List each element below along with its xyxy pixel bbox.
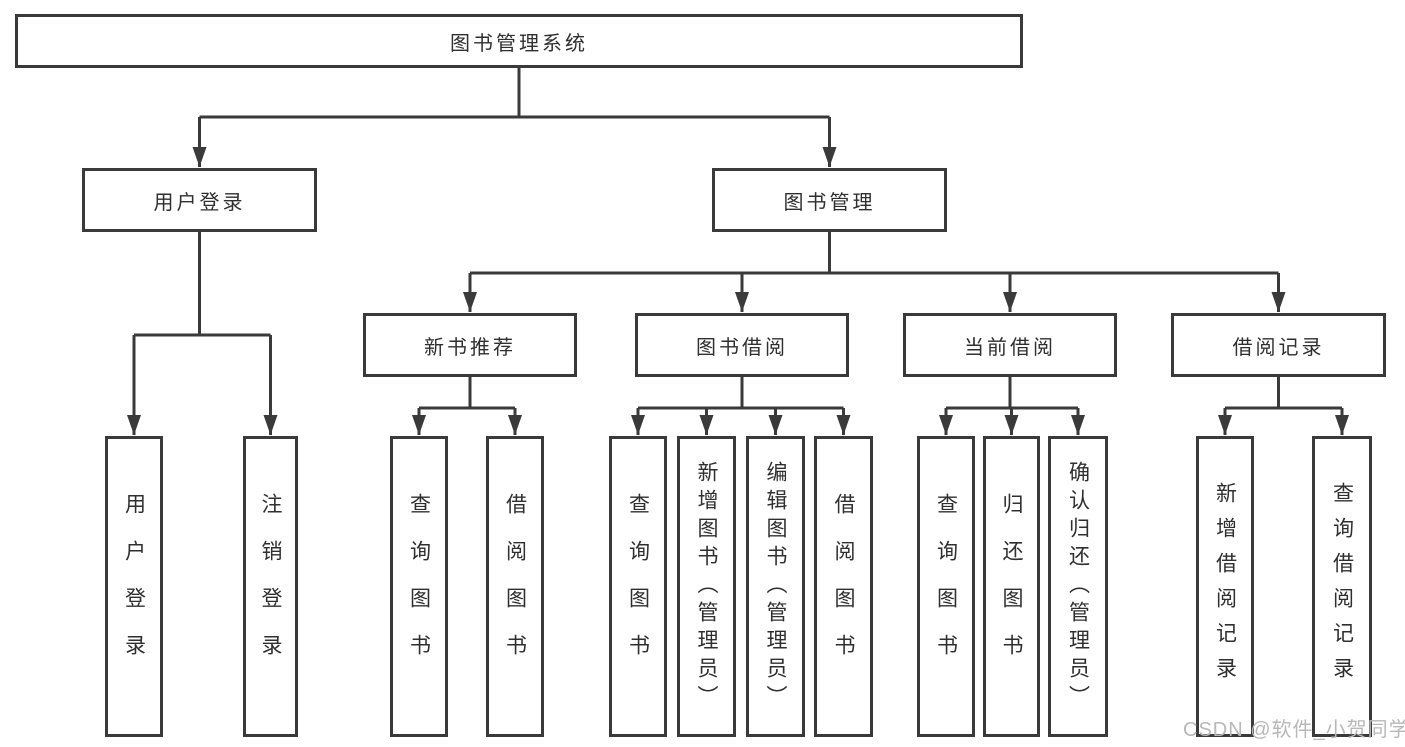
csdn-watermark: CSDN @软件_小贺同学	[1183, 719, 1405, 741]
leaf-add-borrow-record: 新增借阅记录	[1196, 436, 1254, 737]
node-borrow-records: 借阅记录	[1171, 313, 1386, 377]
node-user-login-label: 用户登录	[153, 191, 246, 214]
connector-recommend-branch	[419, 377, 515, 410]
leaf-add-books-admin: 新增图书（管理员）	[677, 436, 736, 737]
leaf-borrow-borrow-books-label: 借阅图书	[832, 492, 855, 681]
leaf-user-login: 用户登录	[105, 436, 163, 737]
leaf-query-borrow-record: 查询借阅记录	[1312, 436, 1372, 737]
node-book-borrow: 图书借阅	[635, 313, 849, 377]
node-current-borrow-label: 当前借阅	[964, 336, 1056, 359]
connector-book-management-branch	[470, 232, 1279, 275]
node-user-login: 用户登录	[82, 168, 317, 232]
connector-root-to-level2	[199, 68, 830, 119]
leaf-borrow-query-books: 查询图书	[609, 436, 667, 737]
leaf-confirm-return-admin: 确认归还（管理员）	[1048, 436, 1108, 737]
leaf-current-query-books-label: 查询图书	[934, 492, 958, 681]
leaf-recommend-query-books-label: 查询图书	[407, 492, 431, 681]
leaf-logout-login-label: 注销登录	[259, 492, 282, 681]
leaf-current-query-books: 查询图书	[917, 436, 975, 737]
leaf-borrow-borrow-books: 借阅图书	[814, 436, 873, 737]
connector-borrow-branch	[638, 377, 844, 410]
leaf-edit-books-admin-label: 编辑图书（管理员）	[764, 460, 787, 713]
node-new-book-recommend-label: 新书推荐	[424, 336, 516, 359]
leaf-confirm-return-admin-label: 确认归还（管理员）	[1066, 460, 1090, 713]
leaf-recommend-query-books: 查询图书	[390, 436, 448, 737]
node-library-management-system: 图书管理系统	[15, 14, 1023, 68]
leaf-edit-books-admin: 编辑图书（管理员）	[746, 436, 805, 737]
leaf-recommend-borrow-books-label: 借阅图书	[503, 492, 527, 681]
node-book-borrow-label: 图书借阅	[696, 336, 788, 359]
connector-current-branch	[946, 377, 1078, 410]
node-current-borrow: 当前借阅	[903, 313, 1117, 377]
leaf-add-borrow-record-label: 新增借阅记录	[1213, 481, 1237, 692]
leaf-logout-login: 注销登录	[243, 436, 298, 737]
leaf-query-borrow-record-label: 查询借阅记录	[1330, 481, 1354, 692]
leaf-return-books: 归还图书	[983, 436, 1040, 737]
node-library-management-system-label: 图书管理系统	[450, 32, 588, 55]
node-book-management: 图书管理	[712, 168, 947, 232]
node-new-book-recommend: 新书推荐	[363, 313, 577, 377]
leaf-return-books-label: 归还图书	[1000, 492, 1023, 681]
node-book-management-label: 图书管理	[783, 191, 876, 214]
connector-user-login-branch	[134, 232, 271, 337]
leaf-user-login-label: 用户登录	[122, 492, 146, 681]
node-borrow-records-label: 借阅记录	[1232, 336, 1325, 359]
leaf-borrow-query-books-label: 查询图书	[626, 492, 650, 681]
leaf-add-books-admin-label: 新增图书（管理员）	[695, 460, 718, 713]
connector-records-branch	[1225, 377, 1342, 410]
leaf-recommend-borrow-books: 借阅图书	[486, 436, 544, 737]
